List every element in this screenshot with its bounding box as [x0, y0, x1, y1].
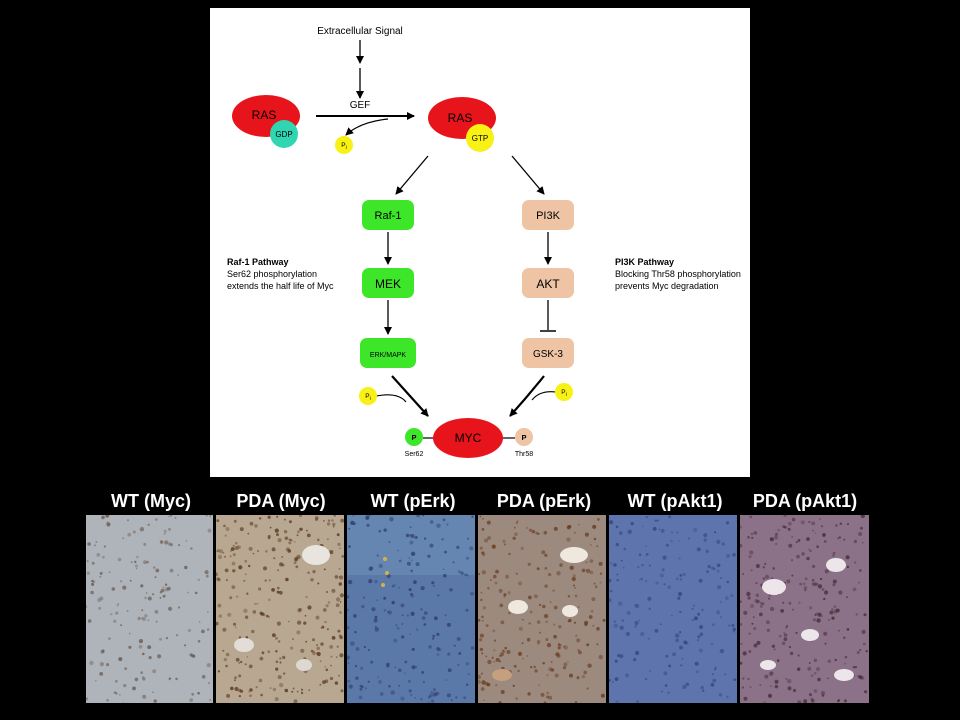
pi-release-curve [345, 118, 389, 136]
raf-pathway-desc-2: extends the half life of Myc [227, 281, 334, 291]
thr58-phospho-circle [515, 428, 533, 446]
gsk3-to-myc-arrow [509, 375, 545, 417]
mek-label: MEK [375, 277, 401, 291]
erk-to-myc-arrow [391, 375, 429, 417]
ser62-p-label: P [411, 433, 416, 442]
ras-to-raf-arrow [395, 155, 429, 195]
ras-gtp-label: RAS [448, 111, 473, 125]
ras-to-pi3k-arrow [511, 155, 545, 195]
pi-label-top: Pi [341, 142, 346, 151]
caption-pda-pakt1: PDA (pAkt1) [752, 491, 858, 511]
gsk3-node [522, 338, 574, 368]
thr58-p-label: P [521, 433, 526, 442]
caption-wt-pakt1: WT (pAkt1) [627, 491, 723, 511]
gdp-label: GDP [275, 130, 292, 139]
panel-captions: WT (Myc) PDA (Myc) WT (pErk) PDA (pErk) … [86, 491, 870, 517]
caption-wt-perk: WT (pErk) [370, 491, 456, 511]
ser62-phospho-circle [405, 428, 423, 446]
pi3k-node [522, 200, 574, 230]
histology-image-wt-myc [86, 515, 213, 703]
pi-circle-right [555, 383, 573, 401]
akt-node [522, 268, 574, 298]
erk-mapk-node [360, 338, 416, 368]
erk-mapk-label: ERK/MAPK [370, 352, 407, 359]
pi-circle-top [335, 136, 353, 154]
pi-right-curve [531, 391, 557, 401]
gtp-label: GTP [472, 134, 488, 143]
pathway-diagram: Extracellular Signal RAS GDP GEF Pi RAS … [227, 26, 741, 458]
pi-label-right: Pi [561, 389, 566, 398]
pi-label-left: Pi [365, 393, 370, 402]
gdp-circle [270, 120, 298, 148]
pi3k-pathway-desc-2: prevents Myc degradation [615, 281, 719, 291]
raf1-node [362, 200, 414, 230]
gsk3-label: GSK-3 [533, 349, 563, 360]
pi-circle-left [359, 387, 377, 405]
histology-image-pda-myc [216, 515, 344, 703]
caption-wt-myc: WT (Myc) [111, 491, 191, 511]
pi3k-pathway-title: PI3K Pathway [615, 257, 674, 267]
akt-label: AKT [536, 277, 560, 291]
pi3k-pathway-desc-1: Blocking Thr58 phosphorylation [615, 269, 741, 279]
gtp-circle [466, 124, 494, 152]
extracellular-signal-label: Extracellular Signal [317, 26, 403, 37]
mek-node [362, 268, 414, 298]
histology-image-wt-perk [347, 515, 475, 703]
caption-pda-perk: PDA (pErk) [496, 491, 592, 511]
thr58-label: Thr58 [515, 451, 533, 458]
pi-left-curve [375, 394, 407, 403]
myc-node [433, 418, 503, 458]
pathway-diagram-panel: Extracellular Signal RAS GDP GEF Pi RAS … [210, 8, 750, 477]
histology-image-pda-perk [478, 515, 606, 703]
gef-label: GEF [350, 100, 371, 111]
pi3k-label: PI3K [536, 210, 561, 222]
raf-pathway-desc-1: Ser62 phosphorylation [227, 269, 317, 279]
histology-image-pda-pakt1 [740, 515, 869, 703]
ras-gdp-label: RAS [252, 108, 277, 122]
caption-pda-myc: PDA (Myc) [236, 491, 326, 511]
raf1-label: Raf-1 [375, 210, 402, 222]
histology-image-wt-pakt1 [609, 515, 737, 703]
myc-label: MYC [455, 431, 482, 445]
ser62-label: Ser62 [405, 451, 424, 458]
raf-pathway-title: Raf-1 Pathway [227, 257, 289, 267]
